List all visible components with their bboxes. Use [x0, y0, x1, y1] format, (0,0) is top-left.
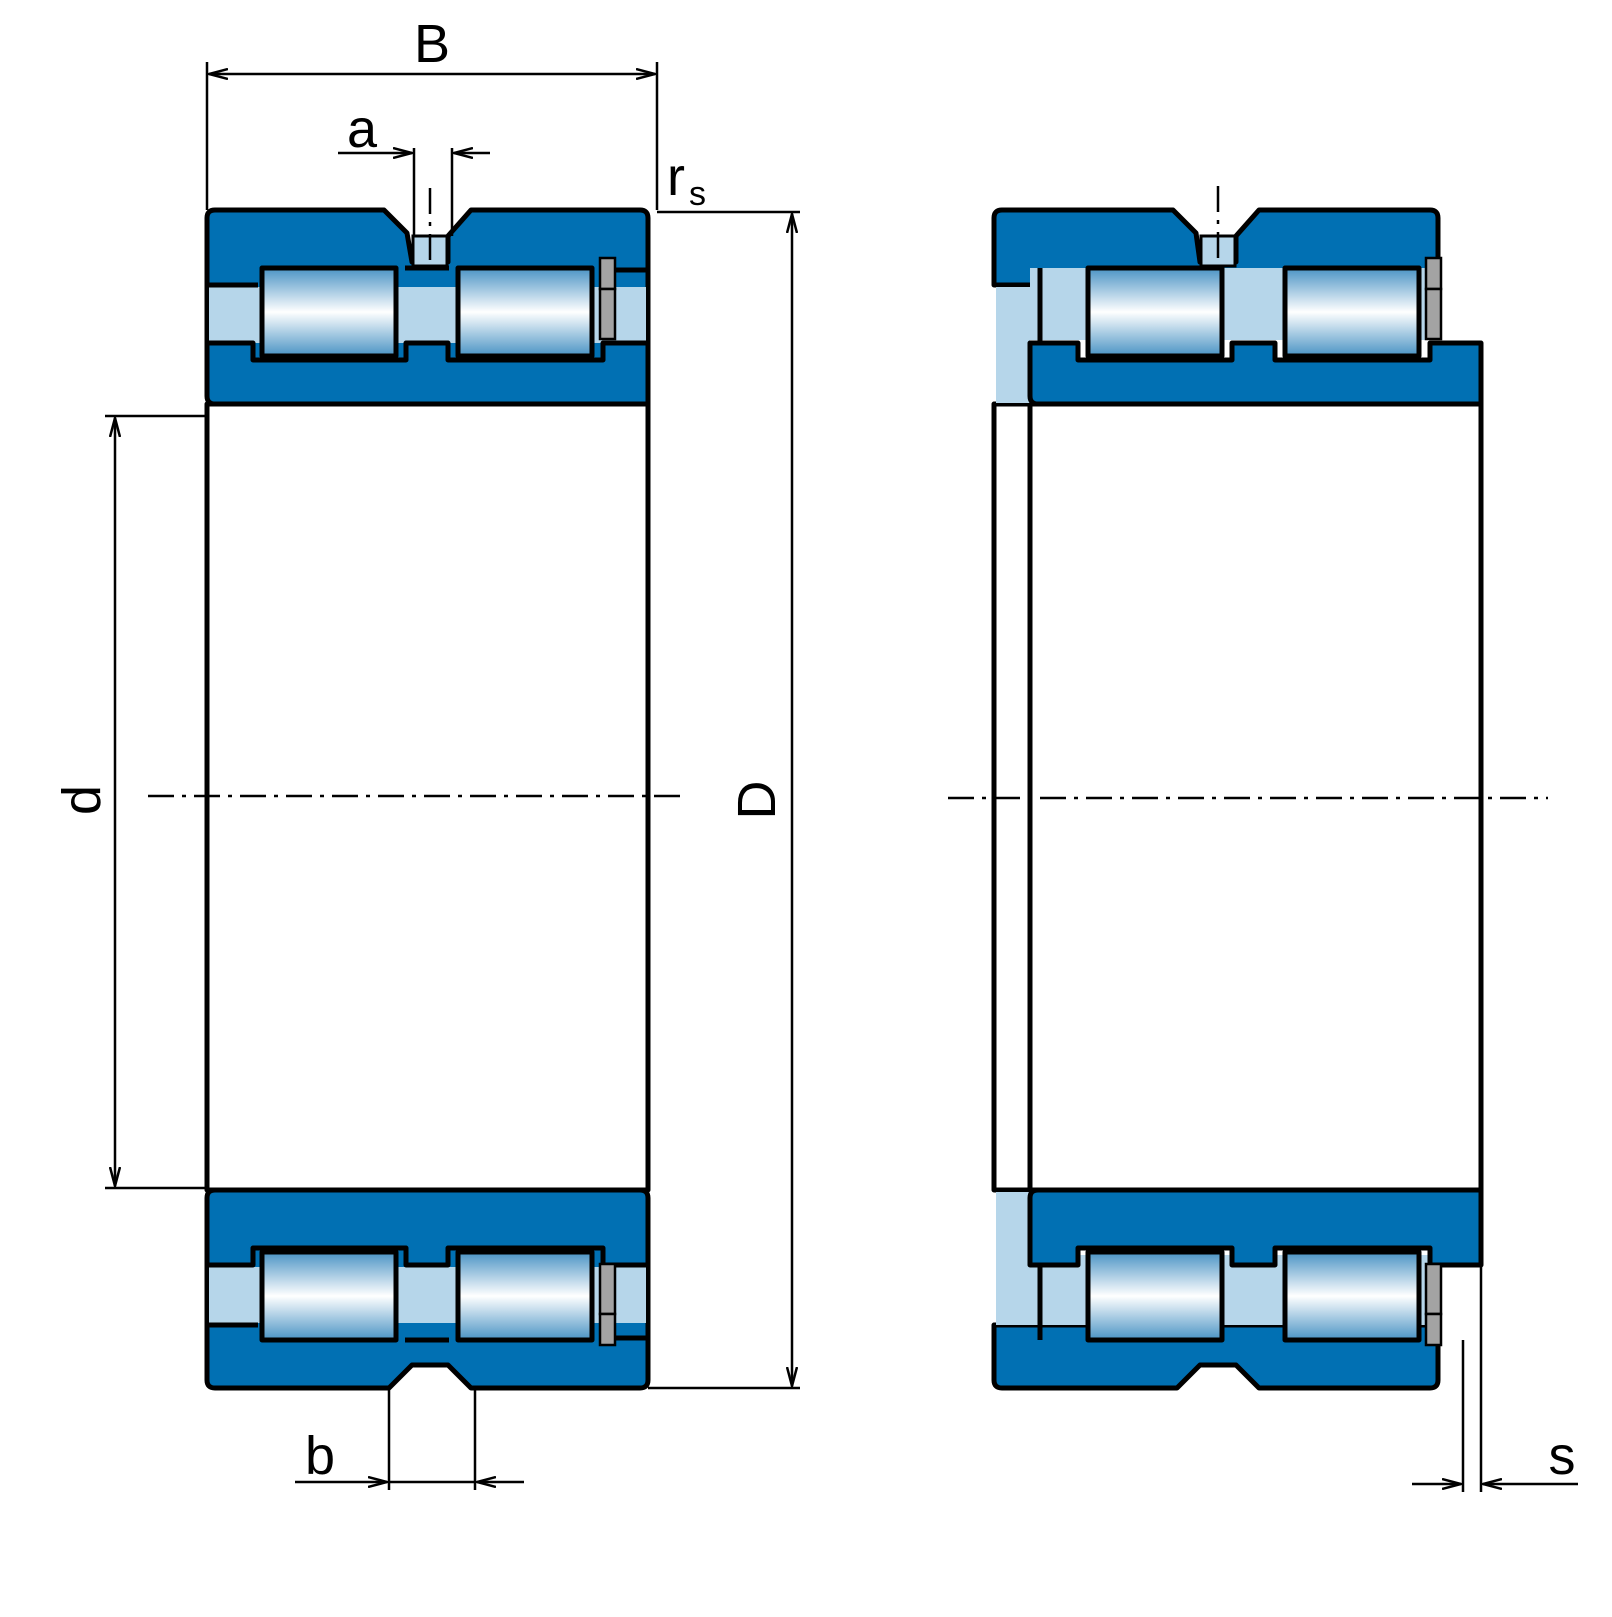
- label-b: b: [305, 1426, 335, 1486]
- label-B: B: [414, 14, 450, 74]
- left-top-cage-upper: [598, 256, 617, 291]
- left-bottom-cage-lower: [598, 1312, 617, 1347]
- label-r: r: [667, 147, 685, 207]
- left-top-section: [204, 207, 651, 407]
- label-D: D: [727, 781, 787, 820]
- label-d: d: [52, 785, 112, 815]
- dimension-labels: B a r s d D b s: [52, 14, 1576, 1486]
- left-top-roller-2: [455, 265, 595, 359]
- left-bottom-cage-upper: [598, 1262, 617, 1316]
- right-top-section: [991, 207, 1484, 407]
- left-top-roller-1: [259, 265, 399, 359]
- label-a: a: [347, 99, 378, 159]
- right-top-cage-upper: [1424, 256, 1443, 291]
- right-bearing-section: [948, 186, 1548, 1391]
- left-bottom-roller-2: [455, 1249, 595, 1343]
- right-bottom-roller-2: [1282, 1249, 1422, 1343]
- left-bearing-section: [148, 188, 680, 1391]
- right-bottom-roller-1: [1085, 1249, 1225, 1343]
- right-bottom-left-gap: [996, 1192, 1030, 1325]
- right-bottom-cage-upper: [1424, 1262, 1443, 1316]
- right-bottom-cage-lower: [1424, 1312, 1443, 1347]
- left-bottom-section: [204, 1187, 651, 1391]
- left-bottom-roller-1: [259, 1249, 399, 1343]
- right-top-cage-lower: [1424, 287, 1443, 341]
- left-top-cage-lower: [598, 287, 617, 341]
- right-top-inner-ring: [1027, 340, 1484, 407]
- right-top-left-gap: [996, 287, 1030, 403]
- label-s: s: [1549, 1426, 1576, 1486]
- dimension-lines: [105, 62, 1578, 1492]
- left-bottom-inner-ring-flange: [207, 1245, 648, 1268]
- right-bottom-section: [991, 1187, 1484, 1391]
- right-top-roller-2: [1282, 265, 1422, 359]
- label-r-subscript: s: [689, 175, 706, 213]
- right-top-roller-1: [1085, 265, 1225, 359]
- right-bottom-inner-ring: [1027, 1187, 1484, 1268]
